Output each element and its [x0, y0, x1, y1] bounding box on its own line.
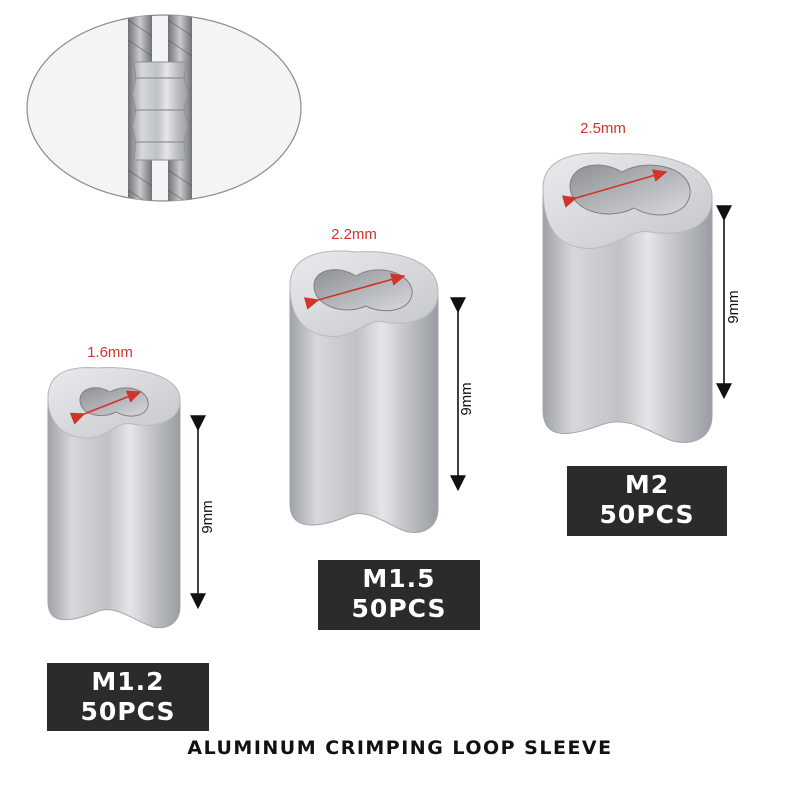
size-text: M2: [624, 470, 670, 499]
length-label: 9mm: [725, 290, 742, 323]
product-caption: ALUMINUM CRIMPING LOOP SLEEVE: [187, 737, 613, 759]
size-label-m2: M2 50PCS: [567, 466, 727, 536]
sleeve-m1-2: 1.6mm 9mm: [47, 344, 216, 629]
inner-diameter-arrow: [69, 390, 142, 425]
inner-diameter-label: 2.2mm: [331, 226, 377, 243]
size-text: M1.2: [91, 667, 165, 696]
quantity-text: 50PCS: [80, 697, 176, 726]
sleeve-m1-5: 2.2mm 9mm: [289, 226, 475, 533]
quantity-text: 50PCS: [599, 500, 695, 529]
quantity-text: 50PCS: [351, 594, 447, 623]
inner-diameter-arrow: [303, 273, 406, 310]
length-label: 9mm: [199, 500, 216, 533]
size-text: M1.5: [362, 564, 436, 593]
size-label-m1-2: M1.2 50PCS: [47, 663, 209, 731]
inner-diameter-label: 2.5mm: [580, 120, 626, 137]
inner-diameter-label: 1.6mm: [87, 344, 133, 361]
size-label-m1-5: M1.5 50PCS: [318, 560, 480, 630]
length-label: 9mm: [458, 382, 475, 415]
detail-oval: [26, 14, 302, 202]
sleeve-m2: 2.5mm 9mm: [542, 120, 742, 443]
inner-diameter-arrow: [561, 169, 668, 208]
